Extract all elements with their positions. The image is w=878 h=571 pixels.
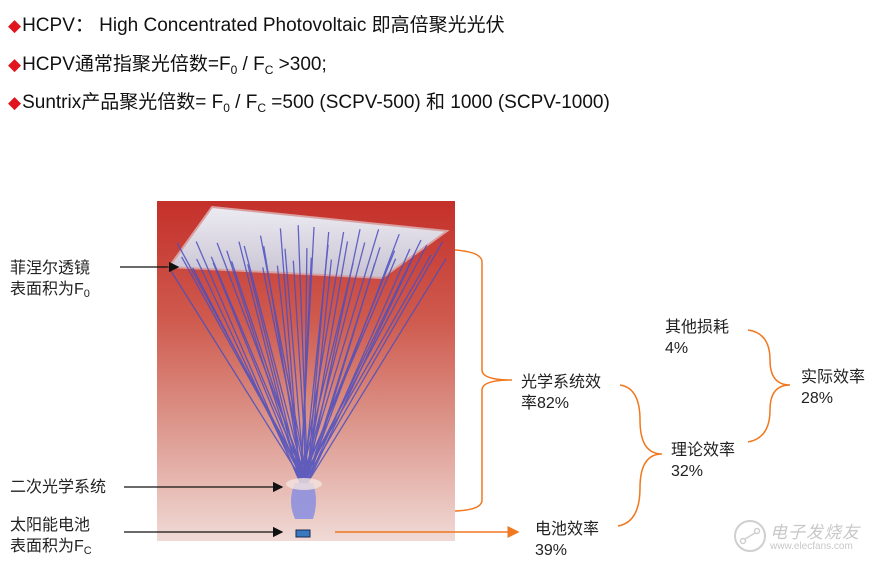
bullet-hcpv-ratio: ◆HCPV通常指聚光倍数=F0 / FC >300; [8,54,327,77]
bullet-suntrix-ratio: ◆Suntrix产品聚光倍数= F0 / FC =500 (SCPV-500) … [8,92,610,115]
cell-efficiency-label: 电池效率 39% [535,521,600,559]
solar-cell-label: 太阳能电池 表面积为FC [10,517,92,557]
solar-cell-shape [295,529,311,538]
optical-bracket [454,249,513,512]
light-rays-graphic [167,205,450,538]
secondary-optics-label: 二次光学系统 [10,479,107,496]
diamond-bullet-icon: ◆ [8,16,22,35]
watermark-logo-icon [734,520,766,552]
actual-bracket [747,329,791,443]
other-loss-label: 其他损耗 4% [665,319,730,357]
theoretical-efficiency-label: 理论效率 32% [671,442,736,480]
optical-efficiency-label: 光学系统效 率82% [521,374,602,412]
secondary-optic-shape [291,483,316,519]
diamond-bullet-icon: ◆ [8,93,22,112]
diamond-bullet-icon: ◆ [8,55,22,74]
bullet-hcpv-definition: ◆HCPV： High Concentrated Photovoltaic 即高… [8,15,505,36]
fresnel-lens-label: 菲涅尔透镜 表面积为F0 [10,260,91,300]
theoretical-bracket [617,384,663,527]
actual-efficiency-label: 实际效率 28% [801,369,866,407]
hcpv-optics-illustration [157,201,455,541]
